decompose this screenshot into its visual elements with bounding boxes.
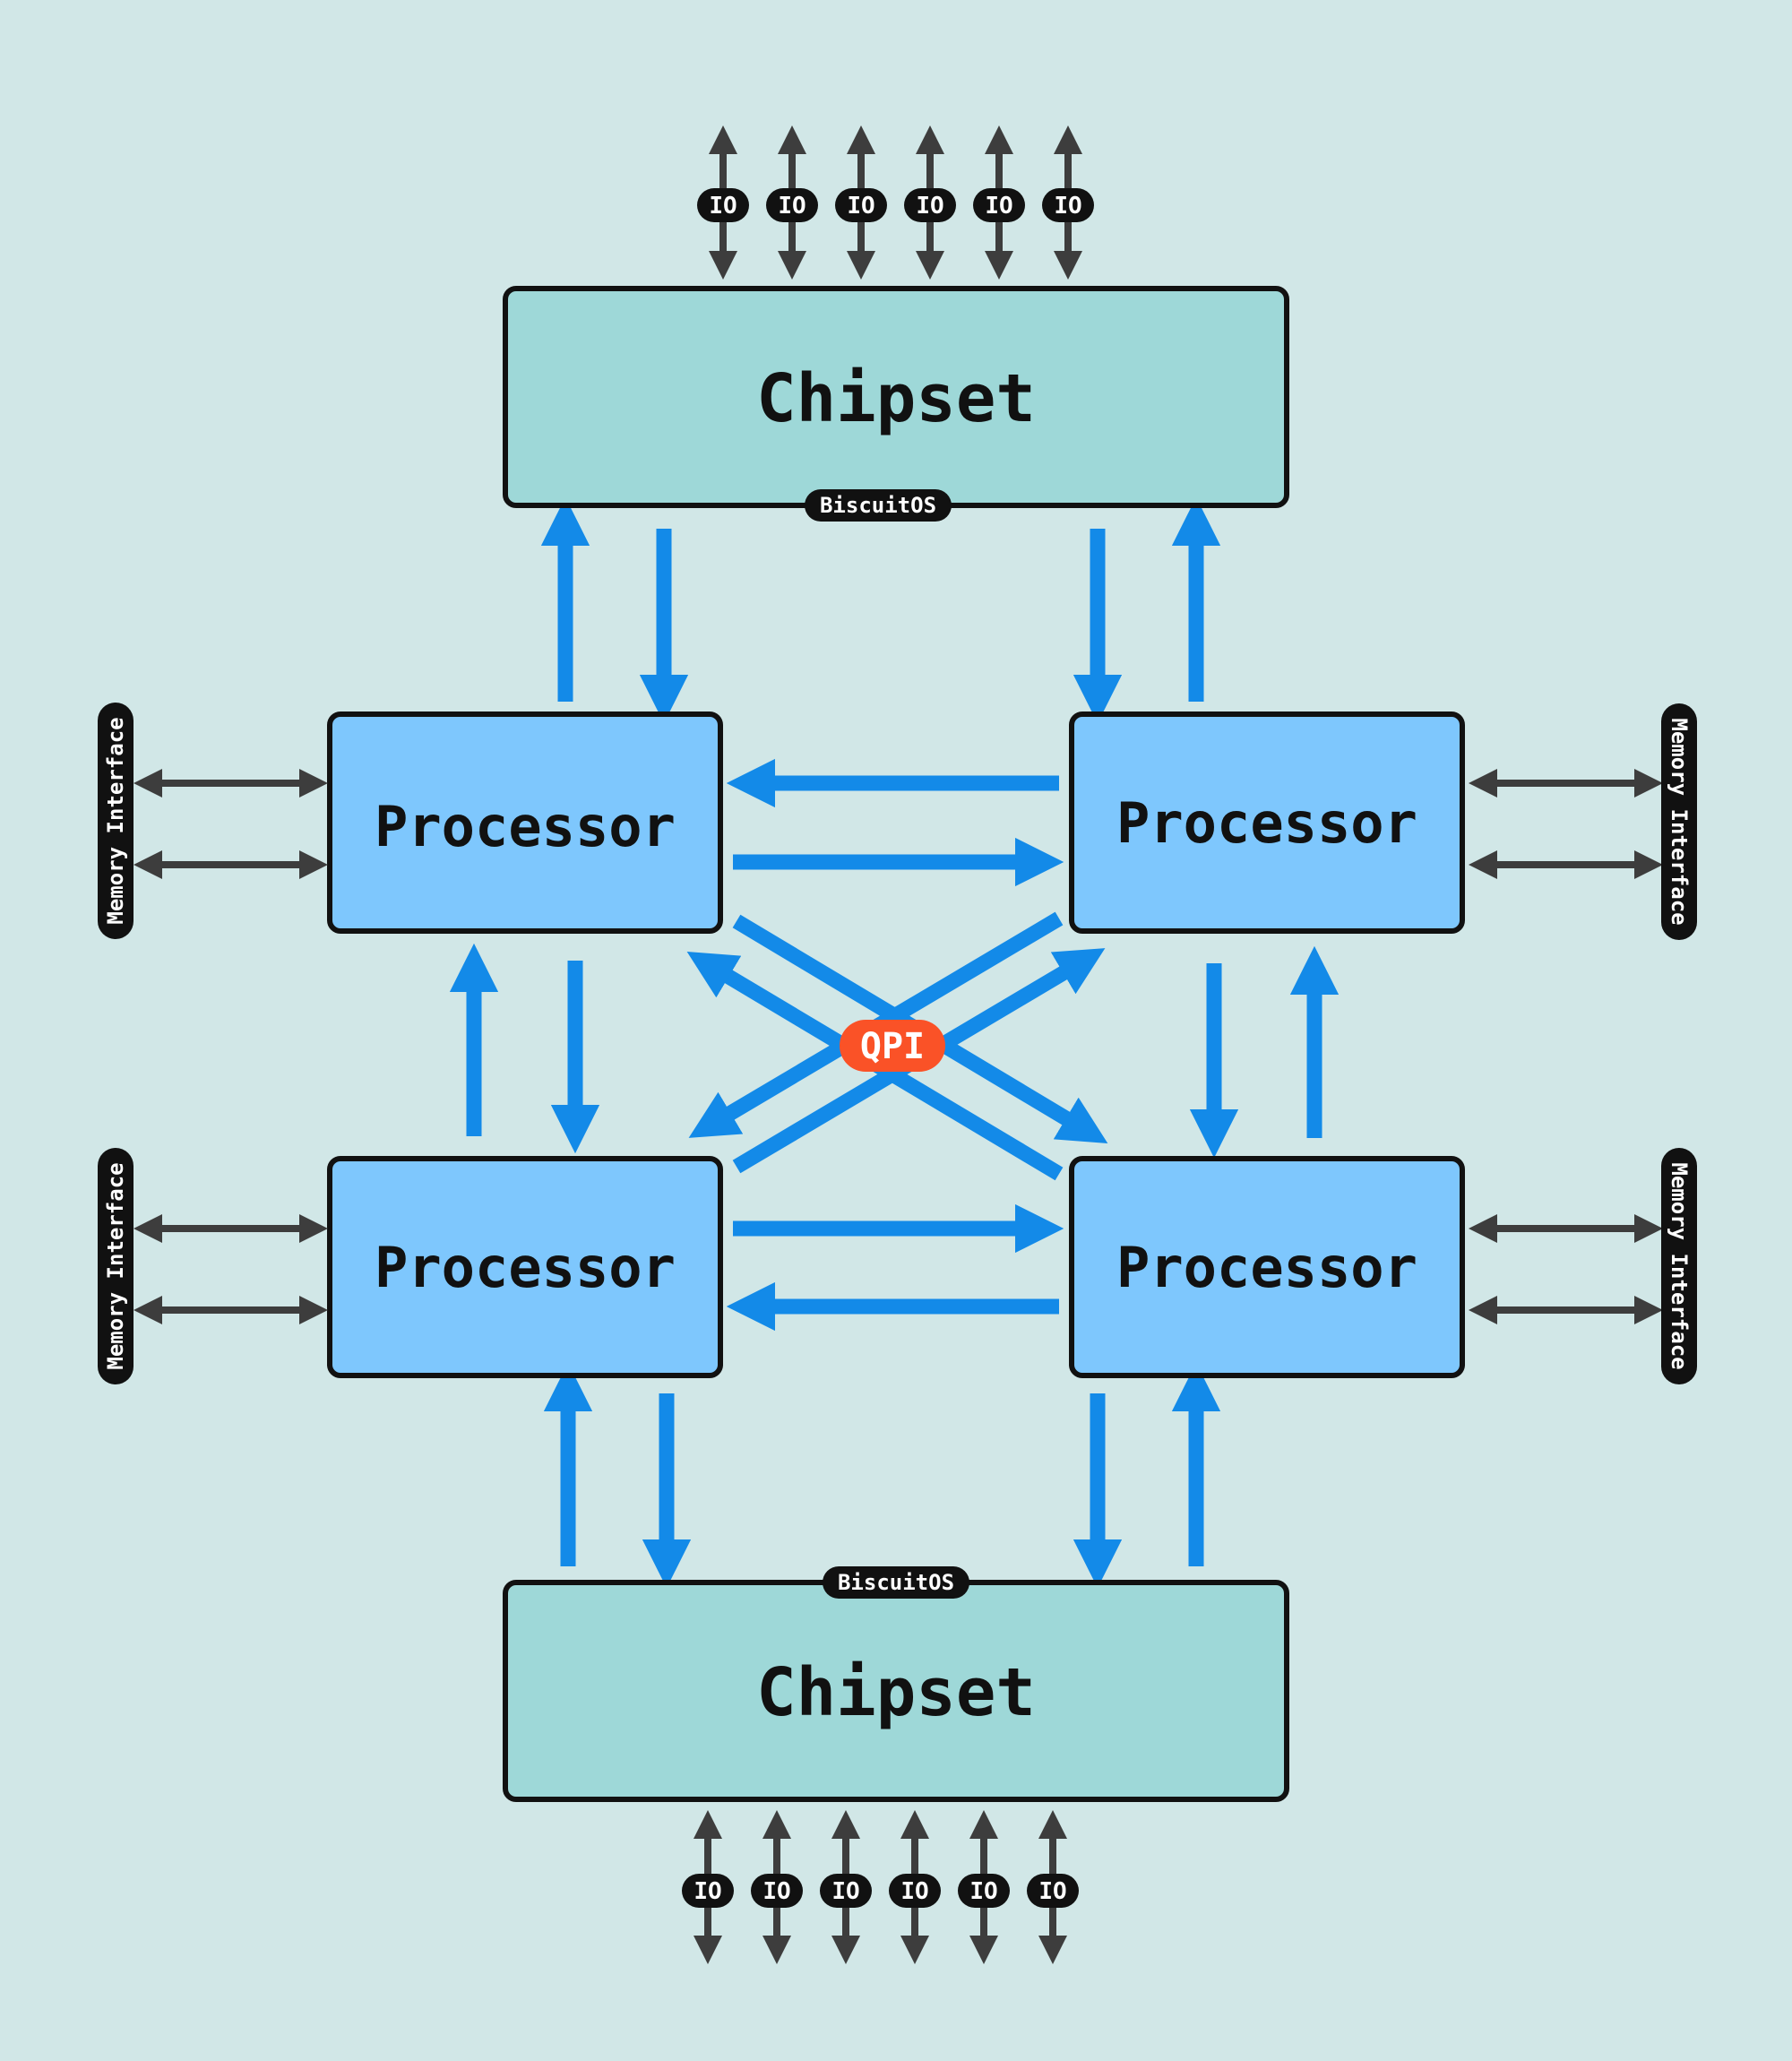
io-port: IO [1042,125,1094,280]
qpi-badge: QPI [840,1020,945,1072]
processor-bottom-left: Processor [327,1156,723,1378]
io-port: IO [958,1810,1010,1964]
io-port: IO [751,1810,803,1964]
memory-interface-tag-right-bottom: Memory Interface [1661,1148,1697,1384]
io-top: IO IO IO IO IO IO [697,125,1094,280]
io-port: IO [697,125,749,280]
svg-text:Processor: Processor [1116,790,1417,856]
io-label: IO [985,193,1012,220]
io-port: IO [835,125,887,280]
svg-text:Processor: Processor [375,1235,676,1300]
svg-text:Memory Interface: Memory Interface [1667,718,1692,925]
io-port: IO [820,1810,872,1964]
processor-bottom-right: Processor [1069,1156,1465,1378]
chipset-top-tag: BiscuitOS [805,489,952,522]
io-port: IO [889,1810,941,1964]
io-port: IO [766,125,818,280]
io-tag [889,1874,941,1908]
io-tag [820,1874,872,1908]
io-label: IO [1054,193,1081,220]
qpi-label: QPI [860,1026,925,1067]
io-tag [766,188,818,222]
io-port: IO [1027,1810,1079,1964]
chipset-bottom: Chipset BiscuitOS [503,1566,1289,1802]
chipset-bottom-tag: BiscuitOS [823,1566,969,1599]
svg-text:Processor: Processor [1116,1235,1417,1300]
io-tag [904,188,956,222]
io-bottom: IO IO IO IO IO IO [682,1810,1079,1964]
svg-text:BiscuitOS: BiscuitOS [838,1570,954,1595]
io-label: IO [916,193,943,220]
io-tag [682,1874,734,1908]
memory-interface-tag-left-top: Memory Interface [98,703,134,939]
io-tag [973,188,1025,222]
io-label: IO [709,193,737,220]
chipset-processor-links [540,496,1221,1589]
processor-top-left: Processor [327,711,723,934]
chipset-top: Chipset BiscuitOS [503,286,1289,522]
io-port: IO [682,1810,734,1964]
processor-top-right: Processor [1069,711,1465,934]
io-tag [835,188,887,222]
svg-text:Memory Interface: Memory Interface [1667,1162,1692,1369]
io-tag [751,1874,803,1908]
io-label: IO [847,193,874,220]
io-label: IO [694,1878,721,1905]
io-label: IO [778,193,806,220]
io-tag [1027,1874,1079,1908]
memory-interface-tag-left-bottom: Memory Interface [98,1148,134,1384]
io-tag [697,188,749,222]
io-label: IO [762,1878,790,1905]
io-label: IO [831,1878,859,1905]
io-port: IO [973,125,1025,280]
chipset-top-label: Chipset [756,360,1036,437]
svg-text:Memory Interface: Memory Interface [103,1162,128,1369]
svg-text:BiscuitOS: BiscuitOS [820,493,936,518]
memory-arrows [134,769,1663,1324]
svg-text:Memory Interface: Memory Interface [103,717,128,924]
memory-interface-tag-right-top: Memory Interface [1661,703,1697,940]
io-tag [958,1874,1010,1908]
io-tag [1042,188,1094,222]
io-port: IO [904,125,956,280]
io-label: IO [1038,1878,1066,1905]
io-label: IO [969,1878,997,1905]
svg-text:Processor: Processor [375,794,676,859]
io-label: IO [900,1878,928,1905]
chipset-bottom-label: Chipset [756,1654,1036,1731]
